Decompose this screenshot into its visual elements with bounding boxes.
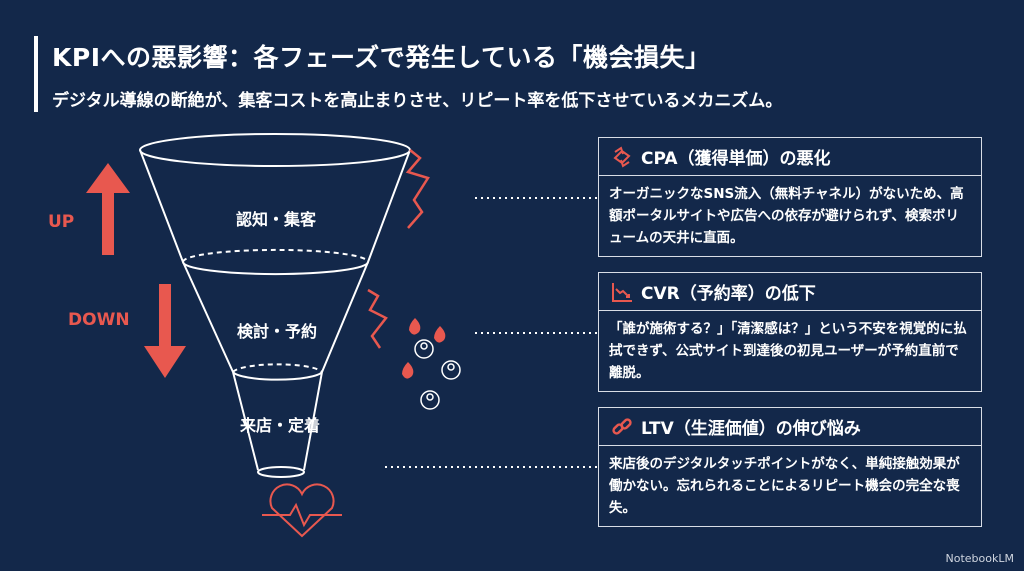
card-cpa: CPA（獲得単価）の悪化 オーガニックなSNS流入（無料チャネル）がないため、高… [598,137,982,257]
declining-chart-icon [612,282,632,302]
funnel-tier-3 [232,371,323,478]
notebooklm-watermark: NotebookLM [945,552,1014,565]
funnel-diagram [86,133,598,538]
card-body: オーガニックなSNS流入（無料チャネル）がないため、高額ポータルサイトや広告への… [609,186,964,246]
arrow-up-icon [86,163,130,255]
card-cvr: CVR（予約率）の低下 「誰が施術する？」「清潔感は？」という不安を視覚的に払拭… [598,272,982,392]
arrow-down-icon [144,284,186,378]
funnel-stage-consideration: 検討・予約 [236,322,318,341]
card-title: LTV（生涯価値）の伸び悩み [641,419,861,439]
funnel-stage-retention: 来店・定着 [239,416,321,435]
funnel-tier-2 [182,261,369,381]
card-ltv: LTV（生涯価値）の伸び悩み 来店後のデジタルタッチポイントがなく、単純接触効果… [598,407,982,527]
card-title: CVR（予約率）の低下 [641,284,816,304]
down-label: DOWN [68,310,130,330]
user-leaving-icons [414,339,461,410]
funnel-stage-awareness: 認知・集客 [235,210,317,229]
card-body: 「誰が施術する？」「清潔感は？」という不安を視覚的に払拭できず、公式サイト到達後… [609,321,967,381]
funnel-tier-1 [139,133,411,276]
drop-icons [402,318,446,379]
title-accent-bar [34,36,38,112]
up-label: UP [48,212,75,232]
heart-rate-icon [262,483,342,538]
page-title: KPIへの悪影響：各フェーズで発生している「機会損失」 [52,43,711,72]
broken-link-icon [612,417,632,435]
card-title: CPA（獲得単価）の悪化 [641,149,831,169]
dotted-connectors [385,197,598,468]
cost-icon [613,145,631,168]
card-body: 来店後のデジタルタッチポイントがなく、単純接触効果が働かない。忘れられることによ… [609,456,960,516]
page-subtitle: デジタル導線の断絶が、集客コストを高止まりさせ、リピート率を低下させているメカニ… [52,91,783,111]
crack-icon [367,149,430,349]
